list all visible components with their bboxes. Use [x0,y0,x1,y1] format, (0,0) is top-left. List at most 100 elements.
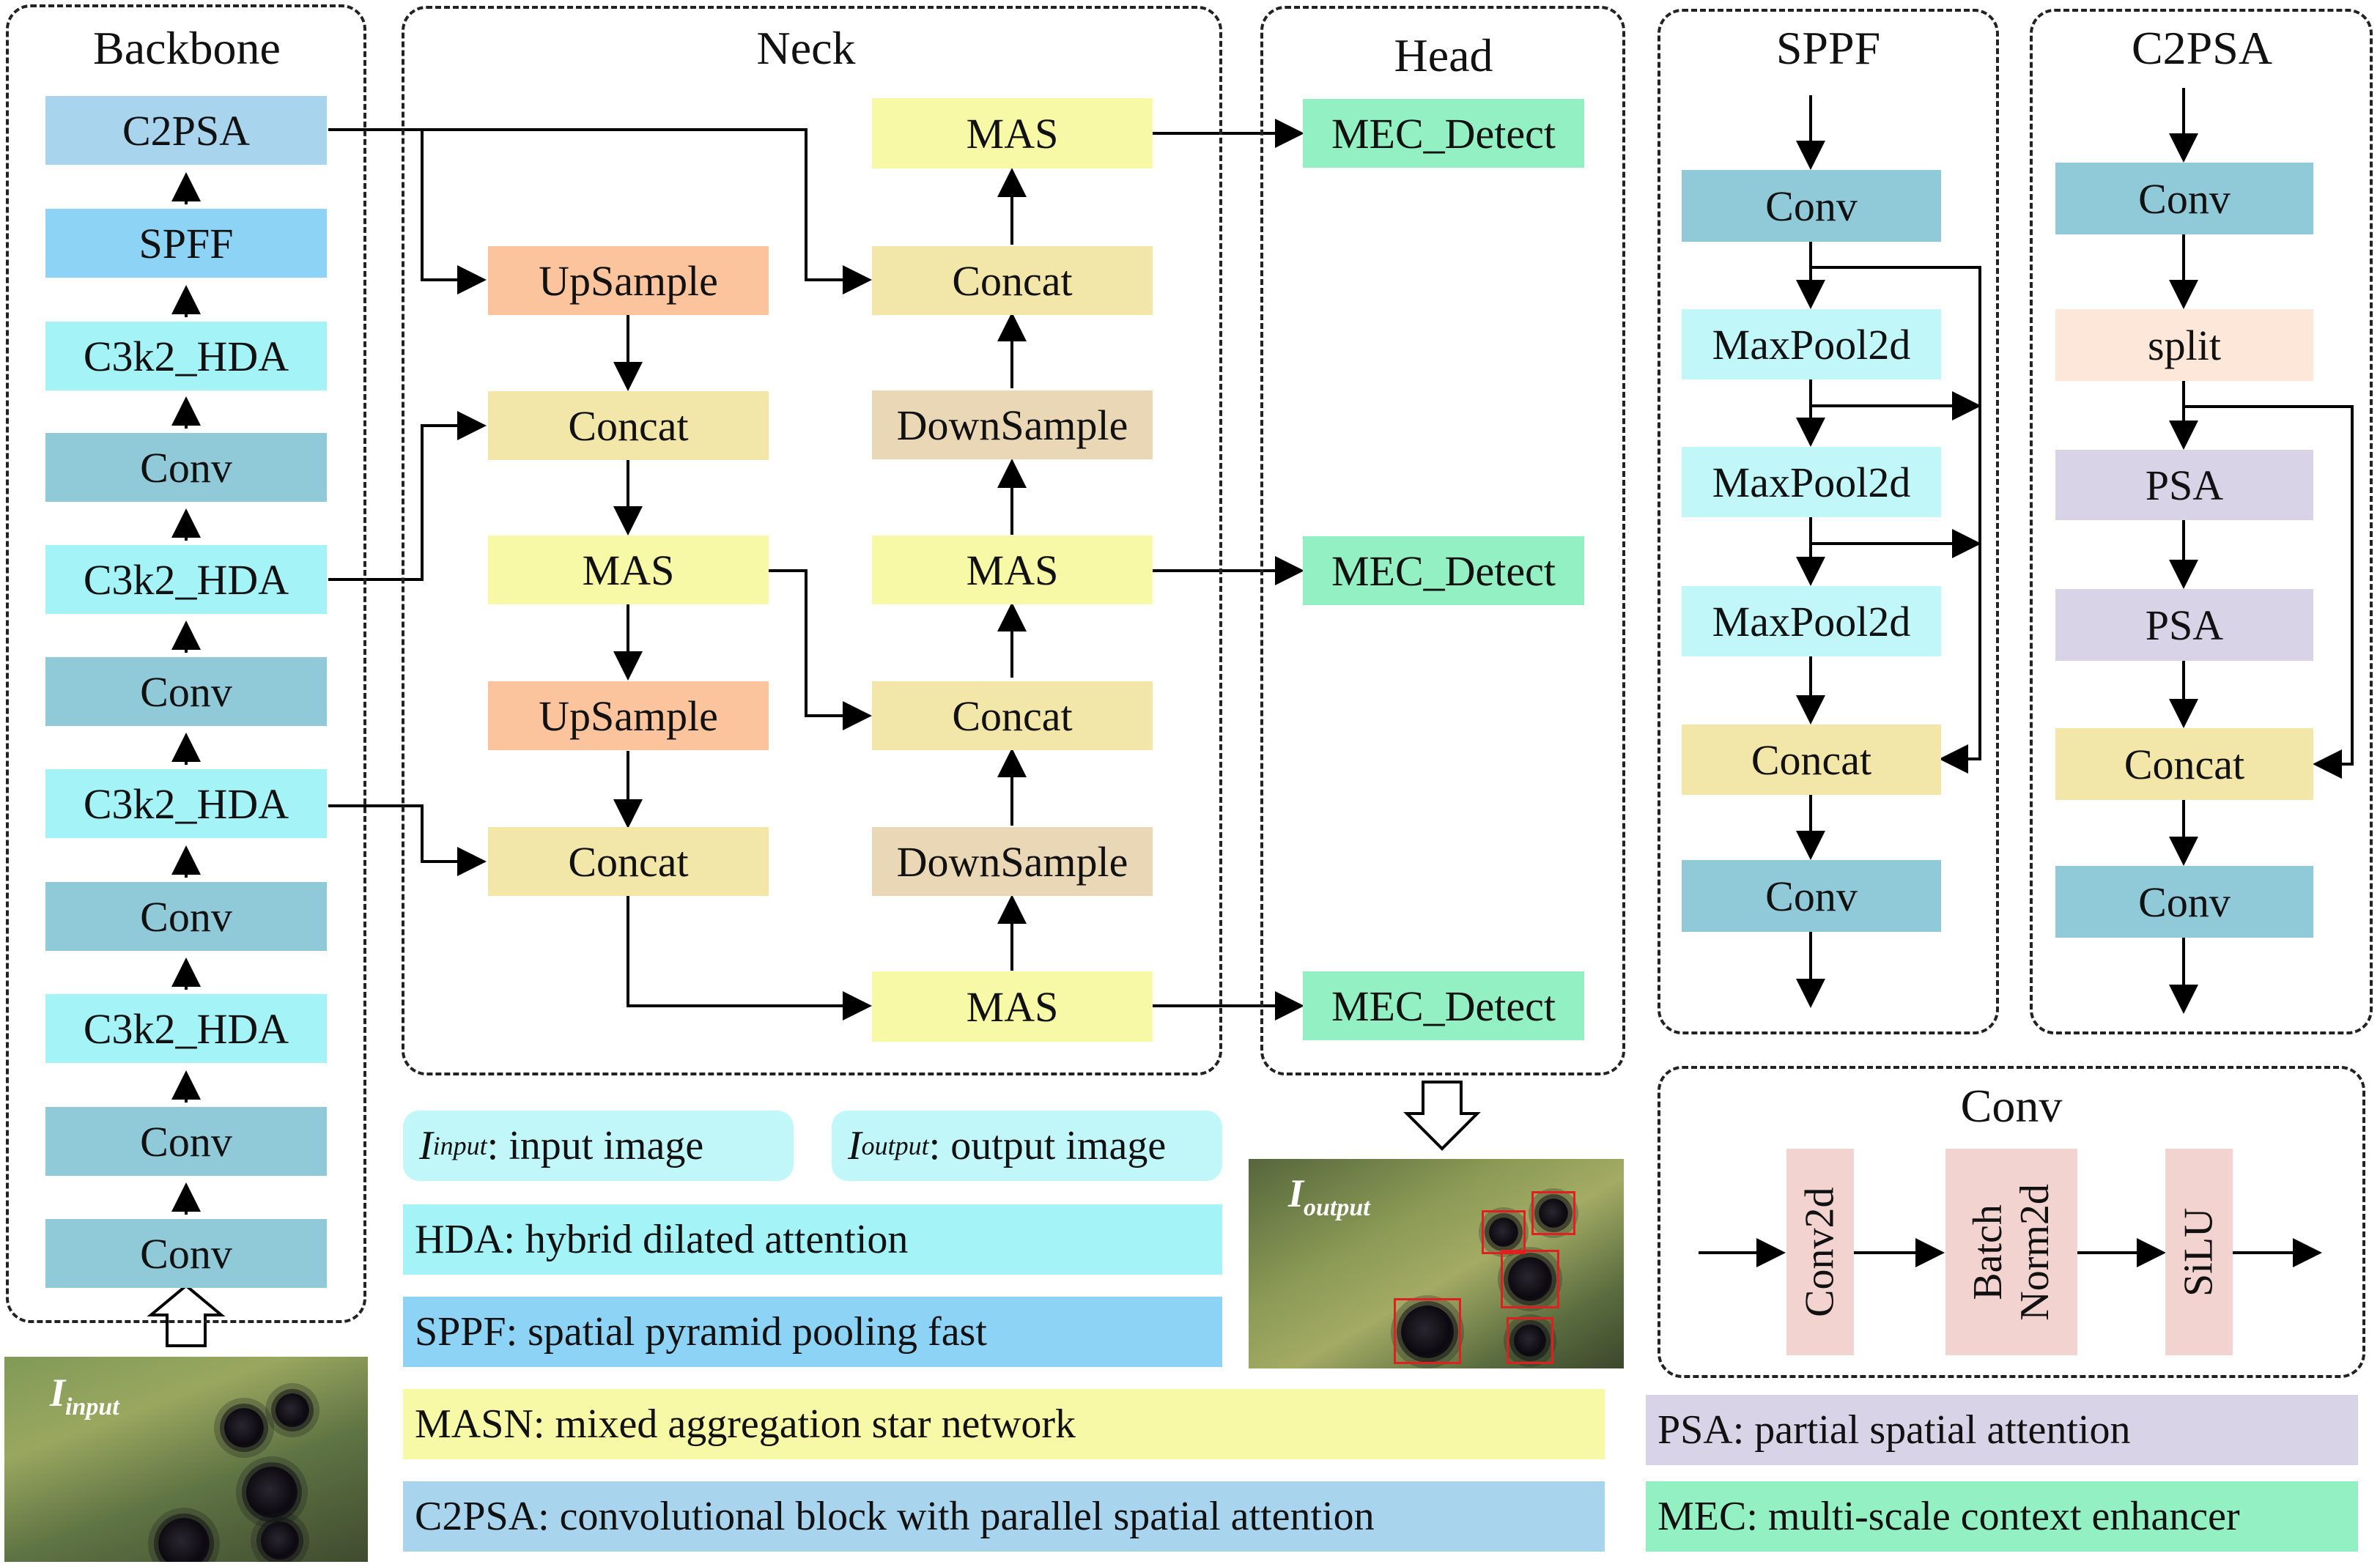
conv-detail-batchnorm: Batch Norm2d [1945,1149,2077,1355]
sppf-conv-out: Conv [1682,860,1941,932]
backbone-sppf: SPFF [45,209,327,278]
urchin-2 [276,1393,309,1427]
sppf-maxpool-2: MaxPool2d [1682,447,1941,517]
input-image-subscript: input [65,1393,119,1420]
urchin-4 [158,1518,210,1562]
output-image-symbol: I [1288,1171,1304,1215]
silu-label: SiLU [2176,1207,2222,1297]
c2psa-title: C2PSA [2131,22,2273,74]
neck-downsample-2: DownSample [872,827,1153,896]
c2psa-conv-in: Conv [2055,163,2313,234]
c2psa-split: split [2055,309,2313,381]
head-mec-detect-2: MEC_Detect [1303,536,1584,605]
urchin-3 [246,1467,298,1518]
input-hollow-arrow [147,1283,226,1347]
legend-output-desc: : output image [928,1123,1167,1168]
detected-urchin-5 [1514,1325,1546,1357]
legend-mec: MEC: multi-scale context enhancer [1646,1481,2358,1552]
c2psa-conv-out: Conv [2055,866,2313,938]
neck-title: Neck [756,22,856,74]
batchnorm-label: Batch Norm2d [1965,1184,2059,1321]
backbone-c3k2-hda-2: C3k2_HDA [45,769,327,838]
backbone-conv-3: Conv [45,657,327,726]
c2psa-psa-2: PSA [2055,589,2313,661]
detected-urchin-2 [1539,1199,1568,1228]
backbone-conv-0: Conv [45,1219,327,1288]
legend-input-symbol: I [419,1123,433,1168]
backbone-conv-1: Conv [45,1107,327,1176]
input-image-label: Iinput [50,1370,119,1421]
legend-sppf: SPPF: spatial pyramid pooling fast [403,1297,1222,1367]
batchnorm-line-1: Batch [1965,1204,2011,1300]
neck-concat-top: Concat [872,246,1153,315]
sppf-conv-in: Conv [1682,170,1941,242]
sppf-maxpool-3: MaxPool2d [1682,586,1941,656]
neck-concat-2: Concat [488,827,769,896]
neck-concat-1: Concat [488,391,769,460]
backbone-c3k2-hda-3: C3k2_HDA [45,545,327,614]
head-mec-detect-1: MEC_Detect [1303,99,1584,168]
neck-upsample-2: UpSample [488,681,769,750]
neck-mas-bottom: MAS [872,971,1153,1042]
backbone-conv-4: Conv [45,433,327,502]
legend-hda: HDA: hybrid dilated attention [403,1204,1222,1275]
legend-masn: MASN: mixed aggregation star network [403,1389,1605,1459]
output-image: Ioutput [1249,1159,1624,1368]
legend-output-symbol: I [848,1123,862,1168]
neck-mas-top: MAS [872,98,1153,168]
input-image-symbol: I [50,1371,66,1415]
neck-mas-mid: MAS [872,536,1153,604]
neck-concat-mid: Concat [872,681,1153,750]
head-title: Head [1394,29,1493,81]
detected-urchin-3 [1508,1257,1552,1301]
conv-detail-conv2d: Conv2d [1786,1149,1854,1355]
sppf-title: SPPF [1775,22,1881,74]
conv-detail-group [1658,1066,2365,1378]
sppf-group [1658,9,1999,1034]
backbone-title: Backbone [93,22,281,74]
backbone-conv-2: Conv [45,882,327,951]
neck-downsample-1: DownSample [872,390,1153,459]
backbone-c3k2-hda-1: C3k2_HDA [45,994,327,1063]
conv2d-label: Conv2d [1797,1187,1843,1317]
head-mec-detect-3: MEC_Detect [1303,971,1584,1040]
c2psa-concat: Concat [2055,728,2313,800]
c2psa-psa-1: PSA [2055,450,2313,520]
neck-group [402,6,1222,1075]
urchin-5 [261,1522,299,1560]
detection-box-5 [1507,1317,1553,1364]
urchin-1 [224,1408,264,1448]
legend-c2psa: C2PSA: convolutional block with parallel… [403,1481,1605,1552]
sppf-maxpool-1: MaxPool2d [1682,309,1941,379]
backbone-c2psa: C2PSA [45,96,327,165]
backbone-c3k2-hda-4: C3k2_HDA [45,322,327,390]
batchnorm-line-2: Norm2d [2012,1183,2058,1321]
backbone-group [6,4,366,1323]
detection-box-1 [1482,1210,1526,1254]
conv-detail-silu: SiLU [2165,1149,2233,1355]
conv-detail-title: Conv [1960,1080,2063,1132]
detected-urchin-1 [1489,1218,1518,1247]
input-image: Iinput [4,1357,368,1562]
detected-urchin-4 [1401,1305,1454,1358]
sppf-concat: Concat [1682,725,1941,795]
detection-box-4 [1394,1298,1461,1364]
output-image-subscript: output [1304,1193,1370,1221]
legend-input-subscript: input [432,1131,487,1160]
output-hollow-arrow [1403,1081,1481,1151]
neck-upsample-1: UpSample [488,246,769,315]
legend-output-subscript: output [861,1131,929,1160]
head-group [1260,6,1625,1075]
output-image-label: Ioutput [1288,1171,1370,1222]
detection-box-3 [1501,1250,1559,1308]
legend-psa: PSA: partial spatial attention [1646,1395,2358,1465]
arrow-paths [171,88,2354,1267]
detection-box-2 [1531,1191,1575,1235]
legend-input-desc: : input image [487,1123,704,1168]
neck-mas-1: MAS [488,536,769,604]
c2psa-group [2030,9,2373,1034]
